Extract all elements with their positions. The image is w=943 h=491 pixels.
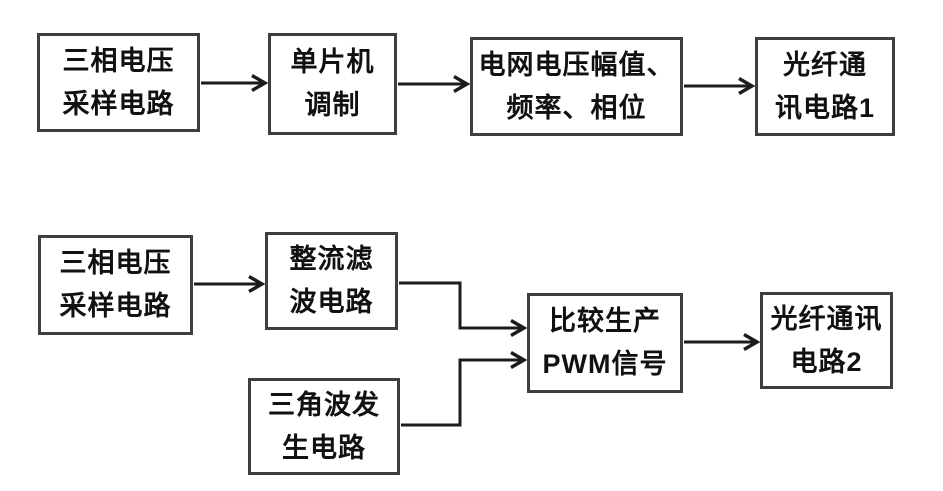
node-label-line: 光纤通讯 [770,303,883,334]
node-label-line: 频率、相位 [506,92,647,123]
flow-node-mcu-modulation: 单片机调制 [268,33,397,135]
node-label-line: 电网电压幅值、 [478,49,675,80]
node-label-line: 波电路 [289,287,374,317]
node-label-line: 采样电路 [59,291,172,321]
flow-node-rectifier-filter: 整流滤波电路 [265,232,398,330]
node-label-line: 三角波发 [268,389,380,420]
node-label-line: 单片机 [290,47,375,77]
node-label-line: 三相电压 [59,248,172,278]
flow-edge-triangle-wave-gen-to-pwm-compare [401,351,528,427]
node-label-line: 整流滤 [289,244,374,274]
node-label-line: 比较生产 [549,306,661,336]
node-label-line: 电路2 [790,346,863,377]
node-label-line: 讯电路1 [774,92,876,123]
node-label-line: PWM信号 [542,349,668,379]
flow-node-fiber-comm-1: 光纤通讯电路1 [755,37,895,136]
flow-edge-rectifier-filter-to-pwm-compare [399,281,528,337]
node-label-line: 光纤通 [783,49,867,80]
flow-node-three-phase-sampling-2: 三相电压采样电路 [38,235,193,335]
flow-node-triangle-wave-gen: 三角波发生电路 [248,378,400,475]
node-label-line: 生电路 [282,432,366,463]
node-label-line: 调制 [304,90,361,120]
node-label-line: 三相电压 [62,45,175,76]
flow-node-fiber-comm-2: 光纤通讯电路2 [760,292,893,389]
node-label-line: 采样电路 [62,88,175,119]
flow-node-grid-voltage-params: 电网电压幅值、频率、相位 [470,37,683,136]
flow-node-three-phase-sampling-1: 三相电压采样电路 [37,33,200,132]
flow-node-pwm-compare: 比较生产 PWM信号 [527,293,683,393]
